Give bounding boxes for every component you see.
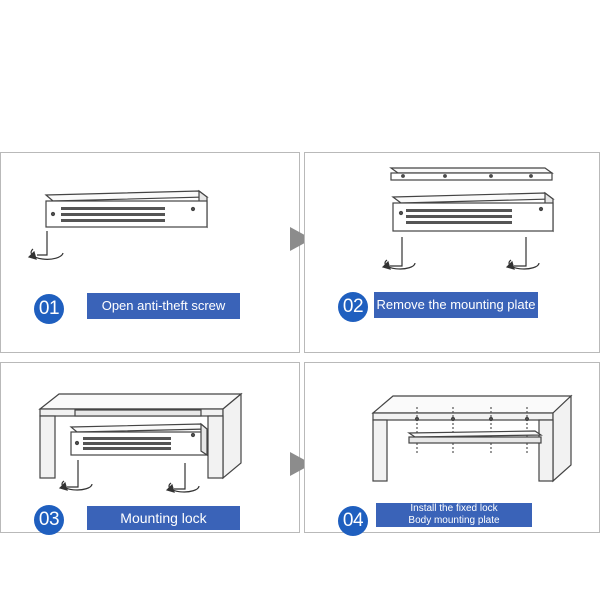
step-2-panel: 02 Remove the mounting plate bbox=[304, 152, 600, 353]
step-label-03: Mounting lock bbox=[87, 506, 240, 530]
step-label-02: Remove the mounting plate bbox=[374, 292, 538, 318]
rotate-screwdriver-icon bbox=[58, 460, 93, 491]
rotate-screwdriver-icon bbox=[381, 237, 416, 270]
step-number-02: 02 bbox=[338, 292, 368, 322]
step-number-03: 03 bbox=[34, 505, 64, 535]
rotate-screwdriver-icon bbox=[27, 231, 64, 260]
step-number-04: 04 bbox=[338, 506, 368, 536]
rotate-screwdriver-icon bbox=[505, 237, 540, 270]
rotate-screwdriver-icon bbox=[165, 463, 200, 493]
mounting-lock-illustration bbox=[38, 392, 243, 493]
step-1-panel: 01 Open anti-theft screw bbox=[0, 152, 300, 353]
step-label-01: Open anti-theft screw bbox=[87, 293, 240, 319]
step-4-panel: 04 Install the fixed lock Body mounting … bbox=[304, 362, 600, 536]
step-label-04: Install the fixed lock Body mounting pla… bbox=[376, 503, 532, 527]
magnetic-lock-illustration bbox=[27, 189, 209, 260]
step-3-panel: 03 Mounting lock bbox=[0, 362, 300, 535]
step-number-01: 01 bbox=[34, 294, 64, 324]
mounting-plate-removal-illustration bbox=[381, 167, 555, 270]
install-lock-body-illustration bbox=[371, 394, 573, 483]
